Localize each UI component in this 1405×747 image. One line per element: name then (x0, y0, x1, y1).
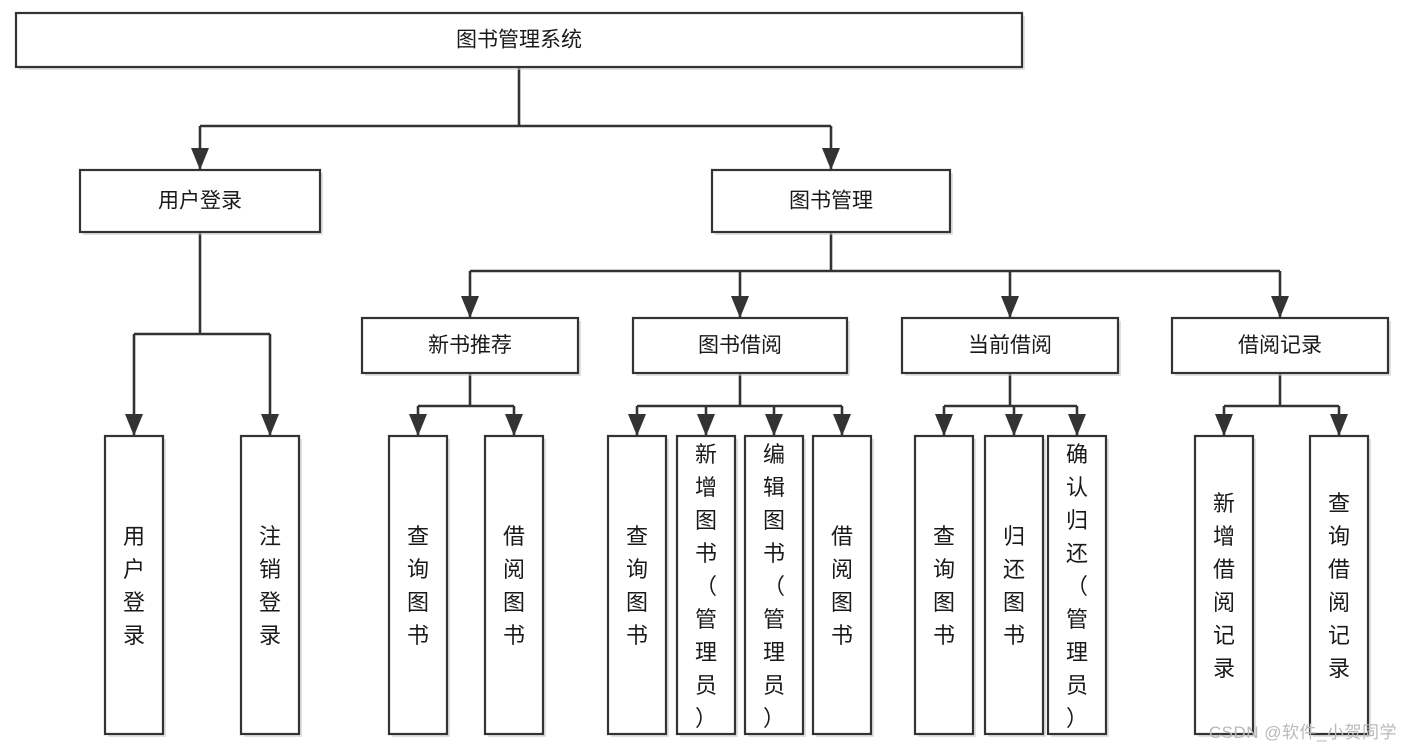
node-root[interactable]: 图书管理系统 (14, 11, 1025, 70)
node-label: 当前借阅 (968, 334, 1052, 357)
node-leaf-borrow-book[interactable]: 借阅图书 (811, 434, 874, 737)
node-book-manage[interactable]: 图书管理 (710, 168, 953, 235)
node-box[interactable] (78, 168, 322, 234)
node-leaf-return-book[interactable]: 归还图书 (983, 434, 1046, 737)
connector-layer (125, 67, 1348, 436)
node-box[interactable] (14, 11, 1024, 69)
node-leaf-confirm-return-admin[interactable]: 确认归还（管理员） (1046, 434, 1109, 737)
node-box[interactable] (239, 434, 301, 736)
node-box[interactable] (675, 434, 737, 736)
node-box[interactable] (483, 434, 545, 736)
node-leaf-query-book-recommend[interactable]: 查询图书 (387, 434, 450, 737)
node-box[interactable] (913, 434, 975, 736)
csdn-watermark: CSDN @软件_小贺同学 (1208, 723, 1397, 742)
node-box[interactable] (811, 434, 873, 736)
node-leaf-edit-book-admin[interactable]: 编辑图书（管理员） (743, 434, 806, 737)
node-leaf-query-book[interactable]: 查询图书 (606, 434, 669, 737)
node-box[interactable] (1170, 316, 1390, 375)
node-label: 借阅记录 (1238, 334, 1322, 357)
node-box[interactable] (710, 168, 952, 234)
node-borrow-record[interactable]: 借阅记录 (1170, 316, 1391, 376)
node-label: 用户登录 (123, 524, 145, 648)
node-label: 确认归还（管理员） (1066, 442, 1088, 731)
node-leaf-add-borrow-record[interactable]: 新增借阅记录 (1193, 434, 1256, 737)
node-label: 新增图书（管理员） (695, 442, 717, 731)
node-box[interactable] (387, 434, 449, 736)
node-box[interactable] (606, 434, 668, 736)
node-current-borrow[interactable]: 当前借阅 (900, 316, 1121, 376)
node-box[interactable] (1193, 434, 1255, 736)
node-label: 借阅图书 (831, 524, 853, 648)
node-label: 新增借阅记录 (1213, 491, 1235, 681)
node-label: 图书管理 (789, 190, 873, 213)
node-label: 用户登录 (158, 190, 242, 213)
node-box[interactable] (1308, 434, 1370, 736)
node-book-borrow[interactable]: 图书借阅 (631, 316, 850, 376)
node-leaf-user-login[interactable]: 用户登录 (103, 434, 166, 737)
node-box[interactable] (360, 316, 580, 375)
node-box[interactable] (631, 316, 849, 375)
node-box[interactable] (983, 434, 1045, 736)
node-leaf-logout[interactable]: 注销登录 (239, 434, 302, 737)
node-box[interactable] (1046, 434, 1108, 736)
node-box[interactable] (103, 434, 165, 736)
node-new-book-recommend[interactable]: 新书推荐 (360, 316, 581, 376)
node-label: 查询图书 (933, 524, 955, 648)
node-leaf-query-borrow-record[interactable]: 查询借阅记录 (1308, 434, 1371, 737)
node-leaf-add-book-admin[interactable]: 新增图书（管理员） (675, 434, 738, 737)
node-label: 借阅图书 (503, 524, 525, 648)
node-leaf-query-book-current[interactable]: 查询图书 (913, 434, 976, 737)
node-label: 归还图书 (1003, 524, 1025, 648)
node-label: 图书借阅 (698, 334, 782, 357)
node-label: 查询图书 (407, 524, 429, 648)
node-leaf-borrow-book-recommend[interactable]: 借阅图书 (483, 434, 546, 737)
node-box[interactable] (743, 434, 805, 736)
node-label: 图书管理系统 (456, 29, 582, 52)
node-user-login[interactable]: 用户登录 (78, 168, 323, 235)
node-label: 编辑图书（管理员） (763, 442, 785, 731)
node-label: 新书推荐 (428, 334, 512, 357)
node-box[interactable] (900, 316, 1120, 375)
node-layer: 图书管理系统用户登录图书管理新书推荐图书借阅当前借阅借阅记录用户登录注销登录查询… (14, 11, 1391, 737)
node-label: 查询借阅记录 (1328, 491, 1350, 681)
node-label: 注销登录 (259, 524, 281, 648)
node-label: 查询图书 (626, 524, 648, 648)
